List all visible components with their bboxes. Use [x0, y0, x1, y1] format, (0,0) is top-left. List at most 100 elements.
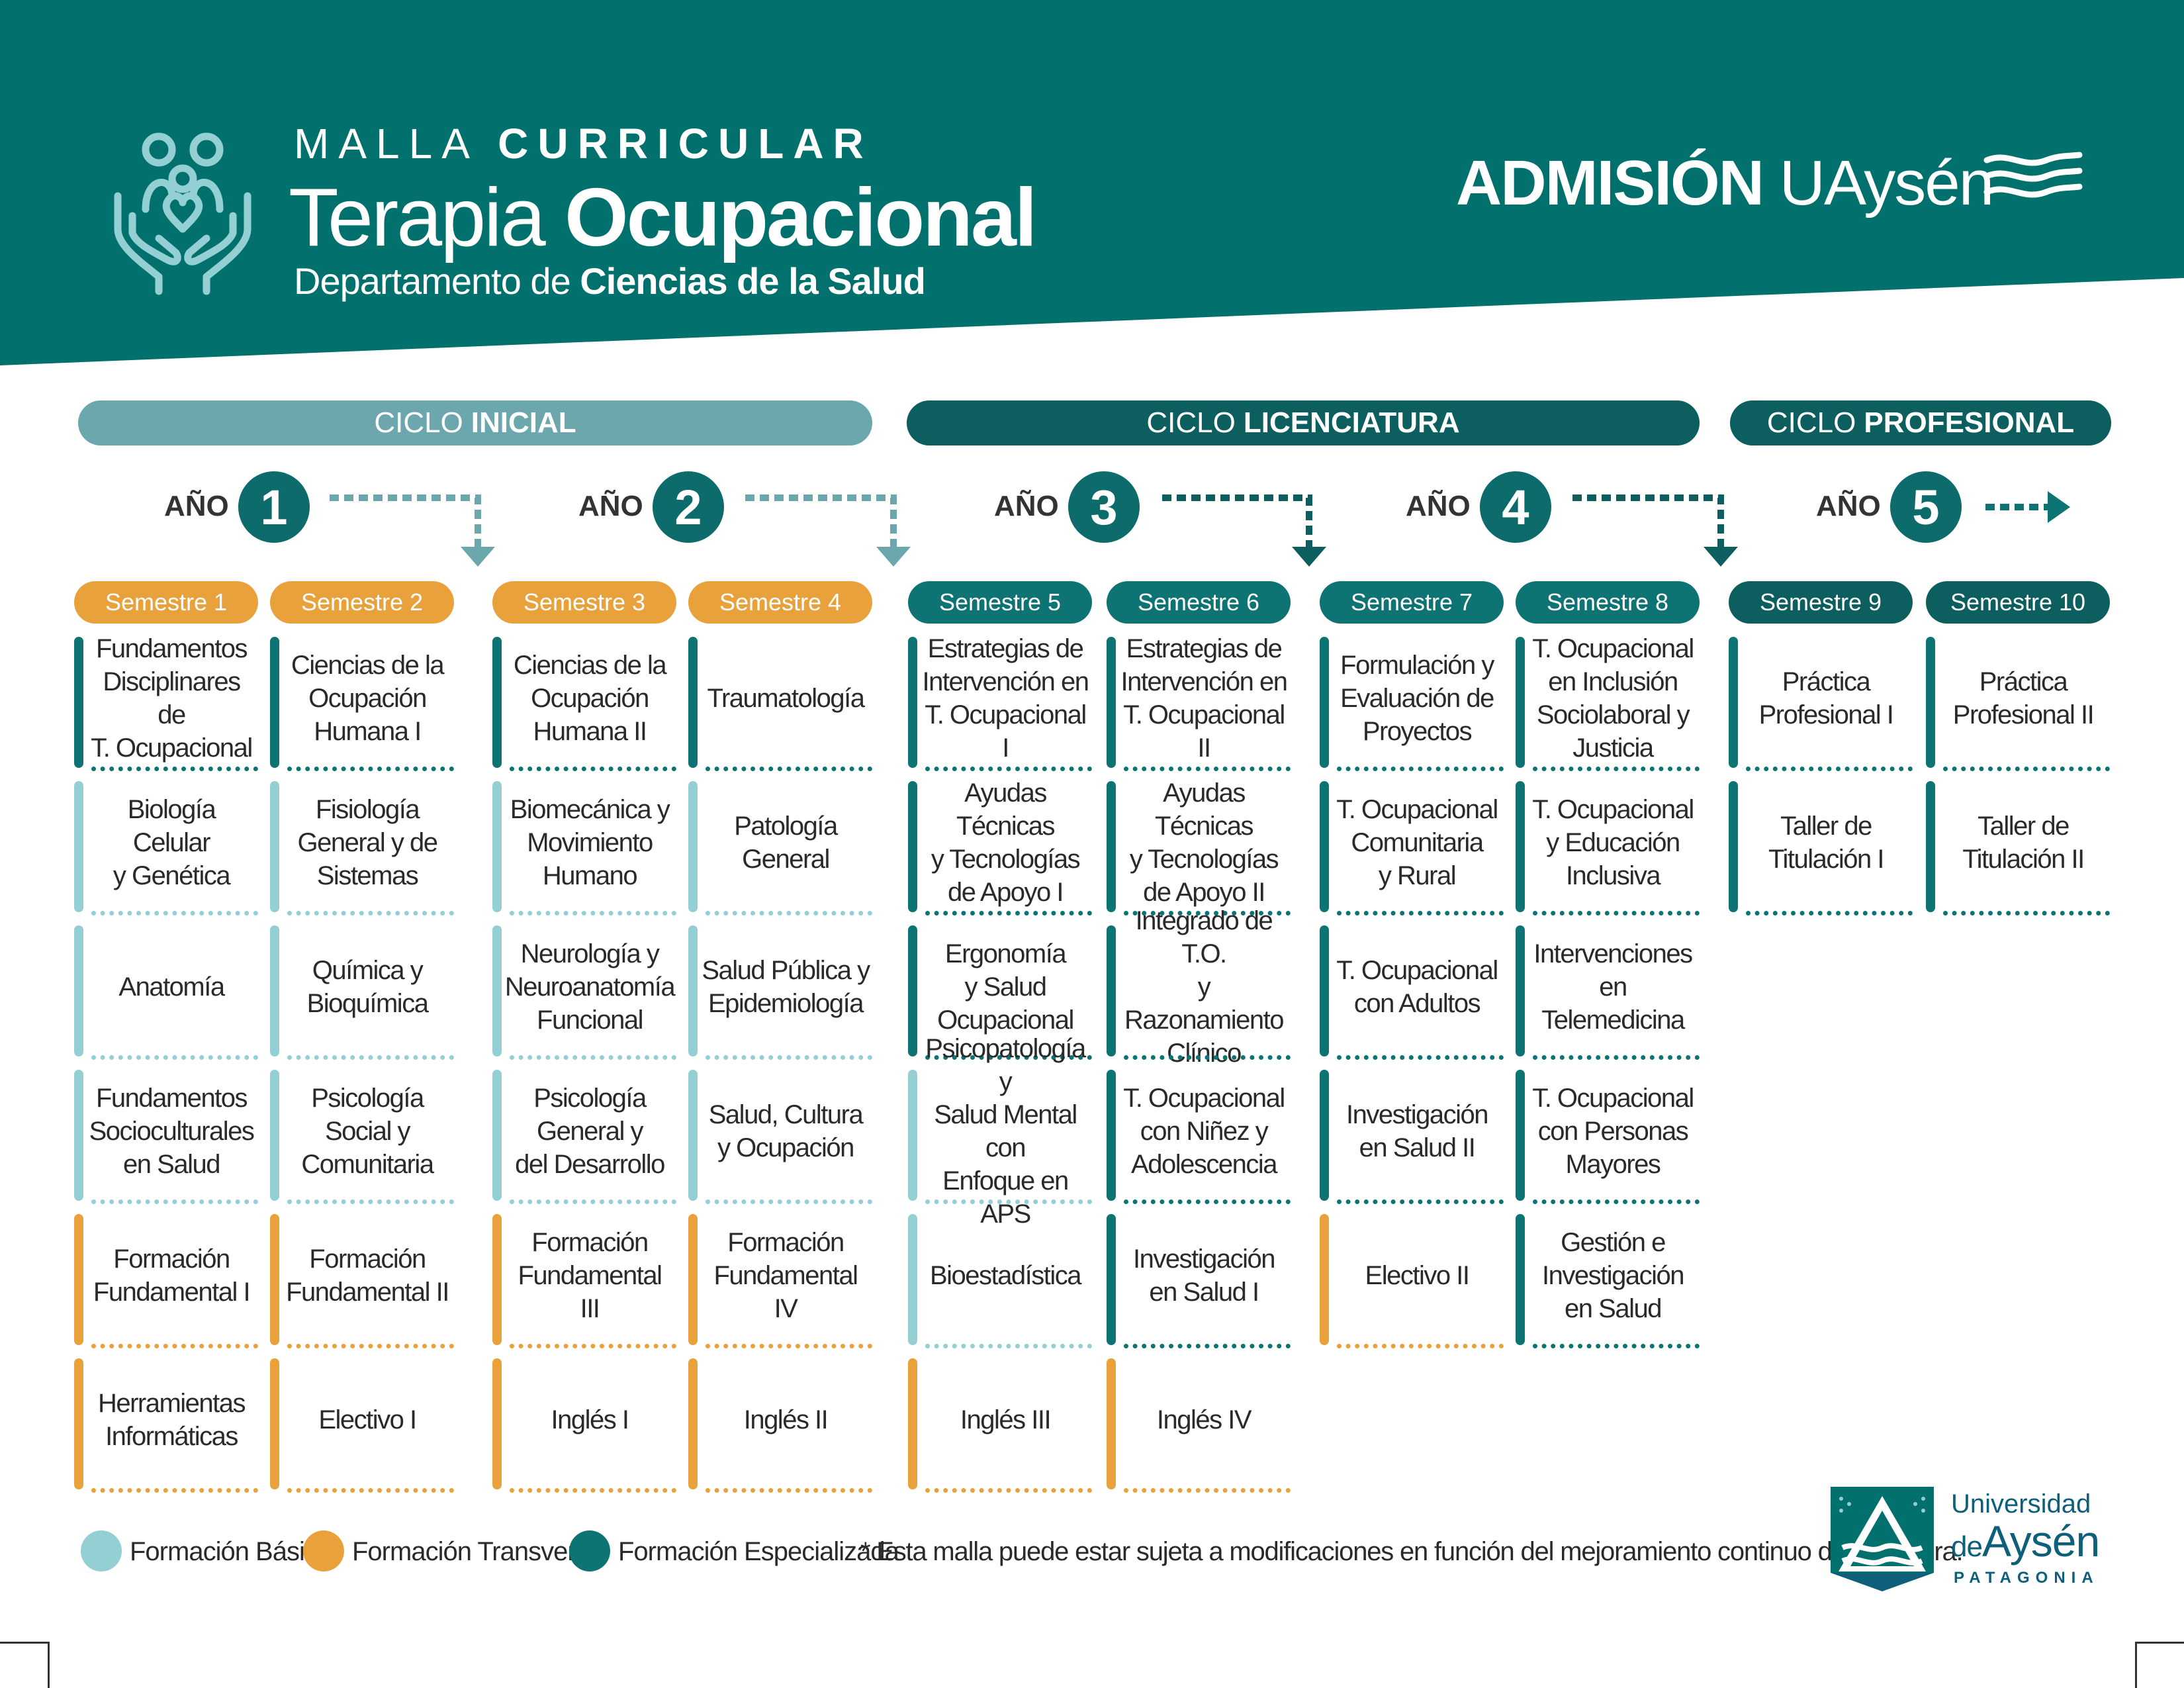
course-divider [91, 1488, 258, 1493]
course-cell: Taller de Titulación I [1729, 781, 1913, 915]
course-name: Investigación en Salud II [1346, 1100, 1488, 1162]
course-name: Salud Pública y Epidemiología [702, 956, 870, 1018]
curricular-text: CURRICULAR [498, 120, 873, 167]
course-type-bar [270, 637, 279, 768]
semester-pill: Semestre 10 [1926, 581, 2110, 624]
course-type-bar [1107, 637, 1116, 768]
course-divider [510, 1199, 676, 1204]
course-name: Ergonomía y Salud Ocupacional [937, 939, 1074, 1035]
career-title-light: Terapia [289, 172, 546, 263]
course-cell: Formulación y Evaluación de Proyectos [1320, 637, 1504, 771]
malla-text: MALLA [294, 120, 477, 167]
course-divider [287, 1055, 454, 1060]
course-name: Química y Bioquímica [306, 956, 429, 1018]
course-divider [91, 767, 258, 771]
course-type-bar [270, 781, 279, 912]
course-divider [1533, 911, 1700, 915]
course-type-bar [492, 1358, 502, 1489]
course-divider [925, 767, 1092, 771]
brand-bold: ADMISIÓN [1456, 148, 1764, 218]
course-cell: T. Ocupacional en Inclusión Sociolaboral… [1516, 634, 1700, 771]
course-cell: Psicología Social y Comunitaria [270, 1070, 454, 1204]
brand-light: UAysén [1779, 148, 1994, 218]
course-name: Formulación y Evaluación de Proyectos [1340, 651, 1494, 746]
footnote: * Esta malla puede estar sujeta a modifi… [860, 1537, 1964, 1566]
course-name: Psicología General y del Desarrollo [515, 1084, 665, 1179]
course-type-bar [908, 781, 917, 912]
department-light: Departamento de [294, 260, 571, 302]
course-divider [1337, 1344, 1504, 1348]
course-name: Electivo II [1365, 1261, 1470, 1290]
course-name: Ciencias de la Ocupación Humana I [291, 651, 445, 746]
course-divider [91, 1344, 258, 1348]
department-title: Departamento de Ciencias de la Salud [294, 259, 926, 303]
course-type-bar [74, 1070, 83, 1201]
course-name: T. Ocupacional con Niñez y Adolescencia [1123, 1084, 1285, 1179]
course-divider [705, 1344, 872, 1348]
year-circle: 1 [238, 471, 310, 543]
course-name: Inglés III [960, 1405, 1052, 1434]
course-cell: Práctica Profesional II [1926, 637, 2110, 771]
crop-mark [2135, 1642, 2137, 1688]
course-type-bar [688, 637, 698, 768]
course-divider [510, 767, 676, 771]
course-name: Formación Fundamental IV [713, 1228, 858, 1323]
course-type-bar [1516, 781, 1525, 912]
course-type-bar [908, 1214, 917, 1345]
course-cell: Integrado de T.O. y Razonamiento Clínico [1107, 906, 1291, 1068]
semester-pill: Semestre 6 [1107, 581, 1291, 624]
legend-dot-basica [81, 1530, 122, 1571]
year-label: AÑO [578, 490, 643, 522]
course-name: Ciencias de la Ocupación Humana II [513, 651, 667, 746]
course-cell: Estrategias de Intervención en T. Ocupac… [908, 634, 1092, 771]
course-cell: Investigación en Salud II [1320, 1070, 1504, 1204]
course-type-bar [1516, 1214, 1525, 1345]
course-type-bar [492, 1214, 502, 1345]
course-type-bar [1107, 1358, 1116, 1489]
waves-icon [1983, 152, 2083, 198]
course-cell: Estrategias de Intervención en T. Ocupac… [1107, 634, 1291, 771]
course-type-bar [1516, 1070, 1525, 1201]
course-cell: Química y Bioquímica [270, 925, 454, 1060]
course-cell: Ergonomía y Salud Ocupacional [908, 925, 1092, 1060]
course-cell: Electivo I [270, 1358, 454, 1493]
course-name: Patología General [734, 812, 838, 874]
course-type-bar [1729, 637, 1738, 768]
course-cell: Salud, Cultura y Ocupación [688, 1070, 872, 1204]
course-name: Biomecánica y Movimiento Humano [510, 795, 670, 890]
cycle-label: CICLO [1766, 406, 1856, 439]
course-name: Intervenciones en Telemedicina [1533, 939, 1693, 1035]
course-cell: Biomecánica y Movimiento Humano [492, 781, 676, 915]
course-cell: Formación Fundamental III [492, 1214, 676, 1348]
course-name: Psicopatología y Salud Mental con Enfoqu… [925, 1034, 1086, 1229]
course-cell: Fundamentos Socioculturales en Salud [74, 1070, 258, 1204]
course-cell: Gestión e Investigación en Salud [1516, 1214, 1700, 1348]
course-cell: Inglés II [688, 1358, 872, 1493]
course-divider [1124, 1344, 1291, 1348]
course-cell: Formación Fundamental II [270, 1214, 454, 1348]
course-type-bar [1107, 1214, 1116, 1345]
course-name: Neurología y Neuroanatomía Funcional [504, 939, 676, 1035]
course-type-bar [270, 1358, 279, 1489]
course-divider [705, 911, 872, 915]
legend-dot-especializada [569, 1530, 610, 1571]
course-cell: Herramientas Informáticas [74, 1358, 258, 1493]
course-cell: Ciencias de la Ocupación Humana I [270, 637, 454, 771]
course-cell: T. Ocupacional con Adultos [1320, 925, 1504, 1060]
course-type-bar [74, 781, 83, 912]
course-divider [1533, 1344, 1700, 1348]
cycle-label-bold: LICENCIATURA [1243, 406, 1460, 439]
course-type-bar [908, 925, 917, 1056]
course-divider [705, 1055, 872, 1060]
course-cell: Fundamentos Disciplinares de T. Ocupacio… [74, 634, 258, 771]
semester-pill: Semestre 4 [688, 581, 872, 624]
university-de: de [1951, 1530, 1983, 1563]
course-type-bar [492, 925, 502, 1056]
course-cell: Salud Pública y Epidemiología [688, 925, 872, 1060]
course-cell: Anatomía [74, 925, 258, 1060]
course-type-bar [74, 637, 83, 768]
cycle-label-bold: INICIAL [471, 406, 576, 439]
course-cell: T. Ocupacional y Educación Inclusiva [1516, 781, 1700, 915]
course-name: Traumatología [707, 684, 865, 713]
